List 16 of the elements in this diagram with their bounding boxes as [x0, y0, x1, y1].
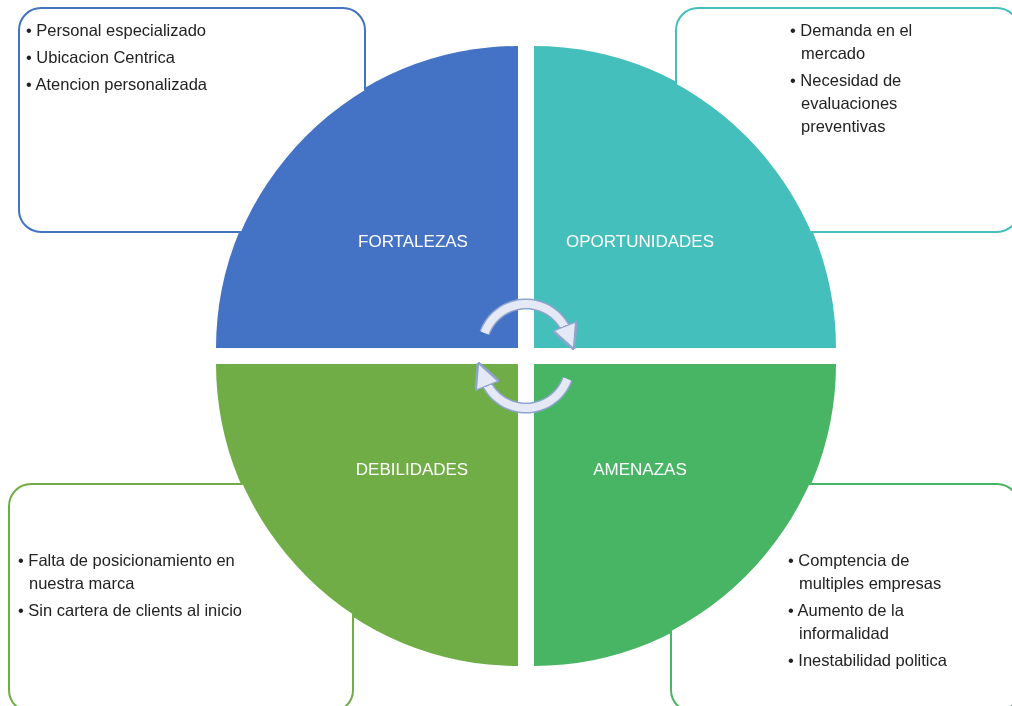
bullet-item: • Ubicacion Centrica: [26, 47, 176, 68]
cycle-arrow: [480, 300, 578, 351]
cycle-arrow: [474, 361, 572, 412]
quadrant-label: FORTALEZAS: [358, 232, 468, 252]
bullet-item: • Aumento de la informalidad: [788, 600, 905, 644]
bullet-item: • Demanda en el mercado: [790, 20, 914, 64]
bullet-item: • Falta de posicionamiento en nuestra marca: [18, 550, 236, 594]
bullet-item: • Necesidad de evaluaciones preventivas: [790, 70, 903, 137]
quadrant-label: OPORTUNIDADES: [566, 232, 714, 252]
bullet-item: • Personal especializado: [26, 20, 208, 41]
bullet-item: • Sin cartera de clients al inicio: [18, 600, 243, 621]
quadrant-label: DEBILIDADES: [355, 460, 469, 480]
bullet-item: • Atencion personalizada: [26, 74, 208, 95]
bullet-item: • Inestabilidad politica: [788, 650, 948, 671]
quadrant-label: AMENAZAS: [593, 460, 687, 480]
bullet-item: • Comptencia de multiples empresas: [788, 550, 943, 594]
